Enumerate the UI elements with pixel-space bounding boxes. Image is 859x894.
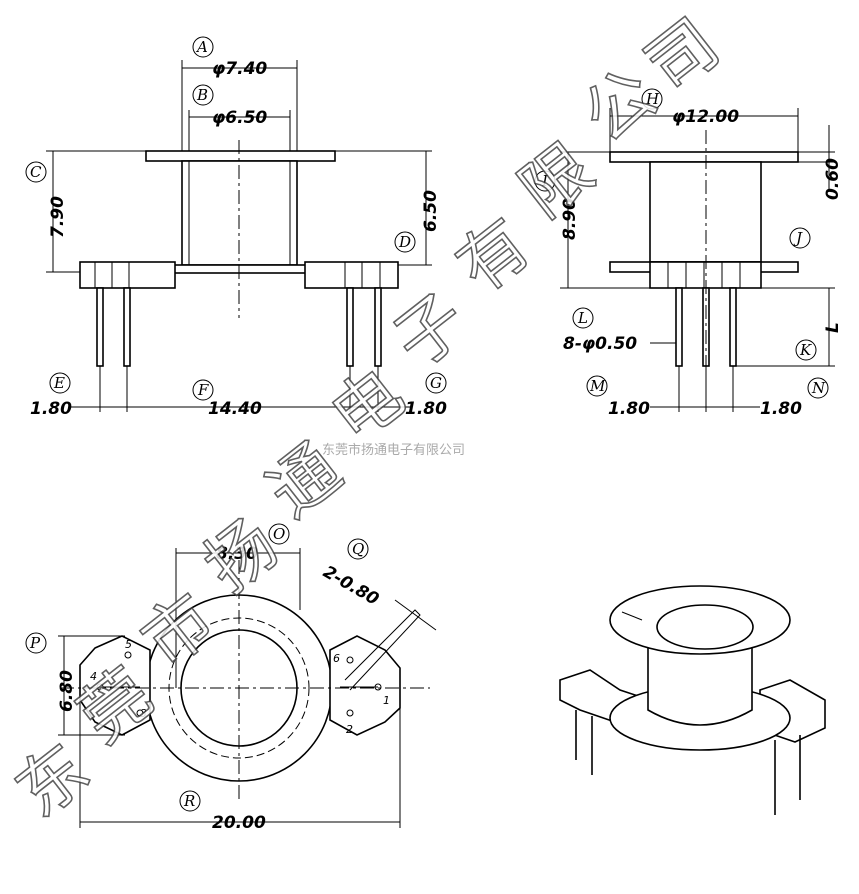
watermark-char: 有: [443, 204, 545, 308]
label-Q: Q: [352, 540, 364, 558]
dim-D-value: 6.50: [421, 190, 441, 232]
label-C: C: [30, 163, 42, 181]
dim-R-value: 20.00: [212, 813, 266, 833]
label-J: J: [793, 229, 803, 247]
pin-number: 2: [346, 723, 353, 736]
label-I: I: [541, 172, 549, 190]
iso-top-hole: [656, 604, 754, 650]
side-view: [560, 108, 835, 412]
label-E: E: [53, 374, 65, 392]
label-O: O: [273, 525, 285, 543]
dim-H-value: φ12.00: [672, 107, 739, 127]
label-P: P: [29, 634, 41, 652]
watermark-char: 市: [128, 579, 230, 683]
dim-P-value: 6.80: [57, 670, 77, 712]
watermark-char: 莞: [65, 654, 167, 758]
dim-G-value: 1.80: [405, 399, 447, 419]
label-D: D: [398, 233, 411, 251]
dim-C-value: 7.90: [48, 196, 68, 238]
front-view: [46, 60, 432, 412]
label-F: F: [197, 381, 209, 399]
label-B: B: [196, 86, 208, 104]
pin-number: 1: [383, 694, 390, 707]
pin-number: 6: [333, 652, 340, 665]
label-R: R: [183, 792, 195, 810]
watermark-char: 东: [2, 729, 104, 833]
dim-M-value: 1.80: [608, 399, 650, 419]
label-A: A: [195, 38, 208, 56]
pin-number: 5: [125, 638, 132, 651]
dim-L-value: L: [823, 322, 843, 333]
dim-E-value: 1.80: [30, 399, 72, 419]
label-N: N: [811, 379, 826, 397]
pin-number: 3: [140, 707, 147, 720]
label-G: G: [430, 374, 442, 392]
pin-note: 8-φ0.50: [563, 334, 637, 354]
label-K: K: [799, 341, 812, 359]
dim-F-value: 14.40: [208, 399, 262, 419]
watermark-char: 子: [380, 279, 482, 383]
watermark-char: 扬: [191, 504, 293, 608]
label-H: H: [645, 90, 660, 108]
bottom-view: [58, 548, 437, 828]
isometric-view: [559, 585, 826, 815]
dim-B-value: φ6.50: [212, 108, 267, 128]
label-M: M: [589, 377, 606, 395]
iso-tube: [647, 639, 753, 726]
dim-Q-value: 2-0.80: [320, 562, 383, 610]
label-L: L: [577, 309, 588, 327]
circled-labels: A B C D E F G H I J L K M N O Q P R: [25, 36, 829, 812]
dim-N-value: 1.80: [760, 399, 802, 419]
dim-J-value: 0.60: [823, 158, 843, 200]
pin-number: 4: [90, 670, 97, 683]
dim-A-value: φ7.40: [212, 59, 267, 79]
dim-O-value: 8.30: [216, 544, 258, 564]
watermark-char: 限: [506, 129, 608, 233]
dim-I-value: 8.90: [560, 198, 580, 240]
watermark-small: 东莞市扬通电子有限公司: [322, 442, 465, 458]
